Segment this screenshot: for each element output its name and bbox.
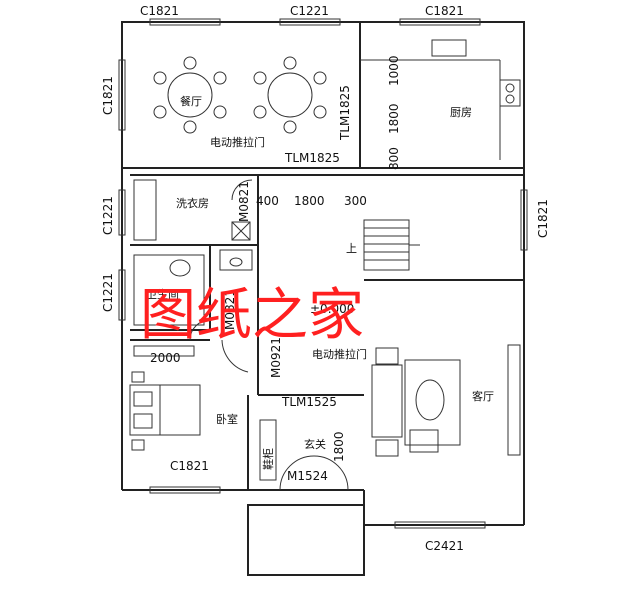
room-label-bathroom: 卫生间: [146, 287, 179, 301]
window-label-bottom-living: C2421: [425, 539, 464, 553]
dimension-kitchen-2: 1800: [387, 103, 401, 134]
dimension-hall-1: 400: [256, 194, 279, 208]
window-marks: [118, 18, 528, 529]
misc-labels: 上 ±0.000: [310, 242, 357, 316]
door-label-laundry: M0821: [237, 181, 251, 222]
laundry-fixtures: [133, 179, 253, 326]
dimension-entry-height: 1800: [332, 431, 346, 462]
dimension-kitchen-3: 800: [387, 147, 401, 170]
door-label-dining-code: TLM1825: [284, 151, 340, 165]
room-label-shoe-cabinet: 鞋柜: [261, 448, 275, 470]
entry-fixtures: [259, 419, 349, 491]
room-label-bedroom: 卧室: [216, 412, 238, 426]
window-labels: C1821 C1221 C1821 C1821 C1221 C1221 C182…: [101, 4, 550, 553]
dining-furniture: [153, 56, 327, 134]
door-label-kitchen-code: TLM1825: [338, 85, 352, 141]
kitchen-fixtures: [431, 39, 521, 107]
room-label-laundry: 洗衣房: [176, 196, 209, 210]
staircase: [363, 219, 420, 271]
dimension-kitchen-1: 1000: [387, 55, 401, 86]
window-label-left-laundry: C1221: [101, 196, 115, 235]
room-labels: 餐厅 厨房 洗衣房 卫生间 卧室 客厅 玄关 鞋柜: [146, 94, 494, 470]
living-furniture: [371, 347, 461, 457]
door-label-dining-sliding: 电动推拉门: [210, 135, 265, 149]
window-label-top-right: C1821: [425, 4, 464, 18]
bedroom-furniture: [129, 345, 201, 451]
door-labels: 电动推拉门 TLM1825 TLM1825 M0821 M0821 M0921 …: [210, 85, 367, 483]
dimension-labels: 1000 1800 800 400 1800 300 2000 1800: [150, 55, 401, 462]
room-label-living: 客厅: [472, 389, 494, 403]
interior-walls: [130, 22, 524, 491]
window-label-left-dining: C1821: [101, 76, 115, 115]
room-label-kitchen: 厨房: [450, 106, 472, 119]
door-label-front: M1524: [287, 469, 328, 483]
door-label-living-sliding: 电动推拉门: [312, 347, 367, 361]
door-label-bedroom: M0921: [269, 337, 283, 378]
elevation-label: ±0.000: [310, 302, 354, 316]
window-label-top-left: C1821: [140, 4, 179, 18]
dimension-bedroom-width: 2000: [150, 351, 181, 365]
door-swings: [189, 179, 253, 373]
stair-up-label: 上: [346, 242, 357, 255]
dimension-hall-3: 300: [344, 194, 367, 208]
door-label-entry-sliding: TLM1525: [281, 395, 337, 409]
window-label-top-middle: C1221: [290, 4, 329, 18]
window-label-bottom-bedroom: C1821: [170, 459, 209, 473]
room-label-dining: 餐厅: [180, 94, 202, 108]
room-label-entry: 玄关: [304, 437, 326, 451]
watermark-text: 图纸之家: [140, 283, 364, 348]
door-label-bath: M0821: [223, 289, 237, 330]
dimension-hall-2: 1800: [294, 194, 325, 208]
window-label-left-bath: C1221: [101, 273, 115, 312]
window-label-right-stair: C1821: [536, 199, 550, 238]
